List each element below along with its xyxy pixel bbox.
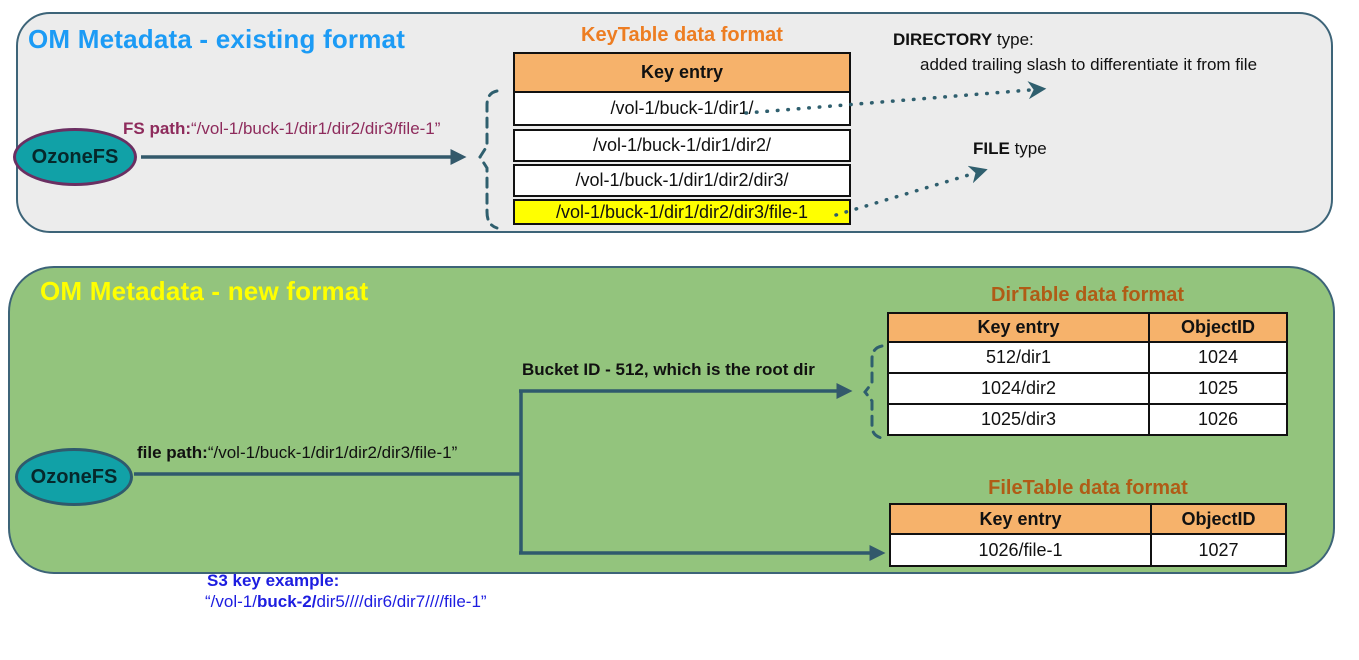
file-path-key: file path:	[137, 443, 208, 462]
file-type-rest: type	[1009, 139, 1047, 158]
dirtable-col-objectid: ObjectID	[1180, 317, 1255, 337]
s3-value-suffix: dir5////dir6/dir7////file-1”	[316, 592, 487, 611]
filetable-title: FileTable data format	[988, 477, 1188, 499]
dirtable-col-key: Key entry	[889, 314, 1150, 341]
ozonefs-label: OzoneFS	[31, 145, 119, 168]
file-path-label: file path:“/vol-1/buck-1/dir1/dir2/dir3/…	[137, 443, 457, 463]
filetable-header-row: Key entry ObjectID	[889, 503, 1287, 535]
fs-path-label: FS path:“/vol-1/buck-1/dir1/dir2/dir3/fi…	[123, 119, 440, 139]
dirtable-cell: 1026	[1197, 409, 1239, 429]
dirtable-row: 512/dir1 1024	[887, 341, 1288, 374]
directory-type-note: DIRECTORY type:	[893, 30, 1034, 50]
s3-key-example-label: S3 key example:	[207, 571, 340, 590]
s3-value-bucket: buck-2/	[256, 592, 317, 611]
file-path-value: “/vol-1/buck-1/dir1/dir2/dir3/file-1”	[207, 443, 458, 462]
keytable-row: /vol-1/buck-1/dir1/dir2/dir3/	[513, 164, 851, 197]
filetable-col-objectid: ObjectID	[1181, 508, 1256, 529]
s3-value-prefix: “/vol-1/	[205, 592, 257, 611]
dirtable: Key entry ObjectID 512/dir1 1024 1024/di…	[887, 312, 1288, 436]
dirtable-title: DirTable data format	[991, 284, 1184, 306]
dirtable-cell: 1025	[1197, 378, 1239, 398]
filetable-row: 1026/file-1 1027	[889, 533, 1287, 567]
ozonefs-label: OzoneFS	[30, 465, 118, 488]
file-word: FILE	[973, 139, 1010, 158]
dirtable-row: 1024/dir2 1025	[887, 372, 1288, 405]
directory-type-rest: type:	[992, 30, 1034, 49]
dirtable-header-row: Key entry ObjectID	[887, 312, 1288, 343]
dirtable-cell: 1025/dir3	[889, 405, 1150, 434]
existing-panel-title: OM Metadata - existing format	[28, 24, 406, 54]
ozonefs-node-new: OzoneFS	[15, 448, 133, 506]
keytable-row: /vol-1/buck-1/dir1/dir2/	[513, 129, 851, 162]
directory-word: DIRECTORY	[893, 30, 993, 49]
filetable-cell: 1026/file-1	[891, 535, 1152, 565]
dirtable-cell: 1024	[1197, 347, 1239, 367]
directory-note-line2: added trailing slash to differentiate it…	[920, 55, 1258, 74]
s3-key-example-value: “/vol-1/buck-2/dir5////dir6/dir7////file…	[205, 592, 487, 612]
keytable-header: Key entry	[513, 52, 851, 93]
filetable-cell: 1027	[1198, 539, 1239, 560]
new-panel-title: OM Metadata - new format	[40, 276, 369, 306]
keytable: Key entry /vol-1/buck-1/dir1/ /vol-1/buc…	[513, 52, 851, 225]
bucket-id-note: Bucket ID - 512, which is the root dir	[522, 360, 815, 379]
keytable-row-highlighted: /vol-1/buck-1/dir1/dir2/dir3/file-1	[513, 199, 851, 225]
fs-path-key: FS path:	[123, 119, 191, 138]
keytable-title: KeyTable data format	[581, 24, 783, 46]
dirtable-cell: 1024/dir2	[889, 374, 1150, 403]
fs-path-value: “/vol-1/buck-1/dir1/dir2/dir3/file-1”	[191, 119, 441, 138]
dirtable-row: 1025/dir3 1026	[887, 403, 1288, 436]
ozonefs-node-existing: OzoneFS	[13, 128, 137, 186]
dirtable-cell: 512/dir1	[889, 343, 1150, 372]
filetable: Key entry ObjectID 1026/file-1 1027	[889, 503, 1287, 567]
filetable-col-key: Key entry	[891, 505, 1152, 533]
file-type-note: FILE type	[973, 139, 1047, 159]
keytable-row: /vol-1/buck-1/dir1/	[513, 91, 851, 126]
